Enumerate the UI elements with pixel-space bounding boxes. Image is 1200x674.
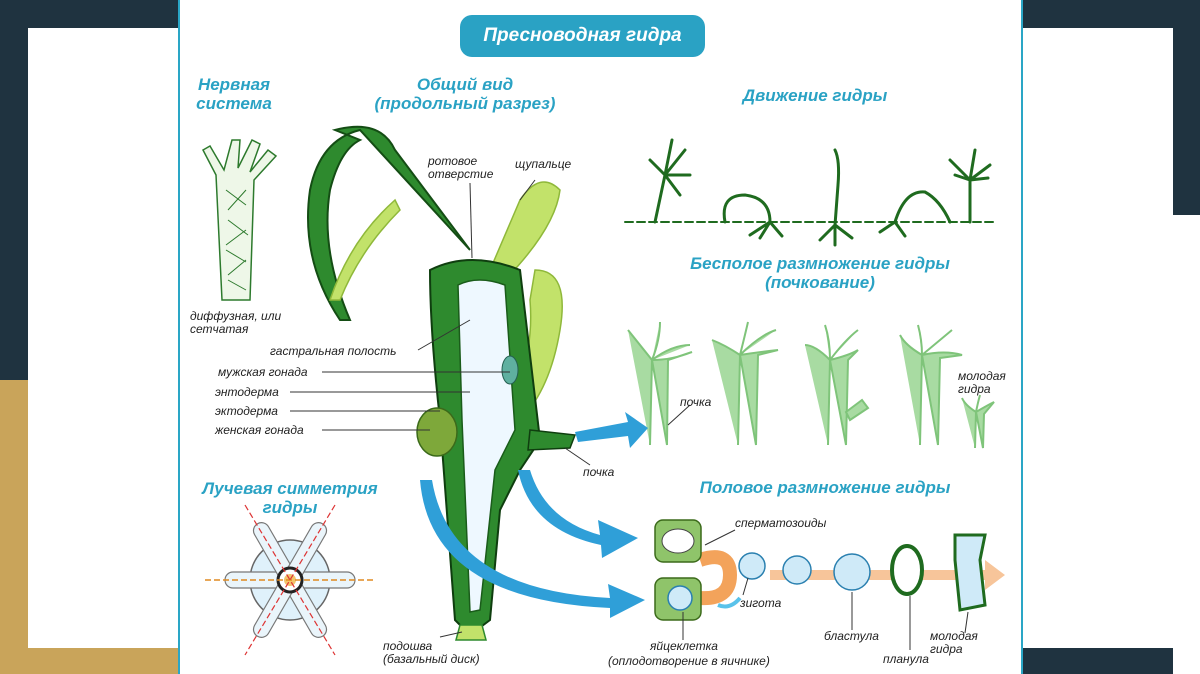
- label-young-hydra-line2: гидра: [958, 382, 991, 396]
- label-diffuse-line2: сетчатая: [190, 322, 249, 336]
- heading-general-view: Общий вид (продольный разрез): [360, 75, 570, 113]
- label-mouth-line1: ротовое: [428, 154, 478, 168]
- label-egg: яйцеклетка: [650, 639, 718, 653]
- section-leader-lines: [290, 179, 591, 638]
- label-bud-small: почка: [680, 395, 712, 409]
- heading-asexual-line2: (почкование): [765, 273, 875, 292]
- label-sole-line2: (базальный диск): [383, 652, 480, 666]
- flow-arrows: [420, 412, 648, 618]
- label-zygote: зигота: [740, 596, 782, 610]
- label-tentacle: щупальце: [515, 157, 572, 171]
- longitudinal-section-figure: [307, 125, 577, 641]
- label-sole-line1: подошва: [383, 639, 433, 653]
- label-mouth: ротовое отверстие: [428, 155, 493, 181]
- heading-movement: Движение гидры: [742, 86, 888, 105]
- radial-symmetry-figure: [205, 504, 375, 656]
- heading-radial-line1: Лучевая симметрия: [202, 479, 378, 498]
- heading-nervous-line1: Нервная: [197, 75, 271, 94]
- label-young-hydra-bud: молодая гидра: [958, 370, 1006, 396]
- heading-nervous-line2: система: [196, 94, 272, 113]
- nervous-system-figure: [202, 138, 278, 301]
- label-diffuse-line1: диффузная, или: [190, 309, 282, 323]
- label-mouth-line2: отверстие: [428, 167, 494, 181]
- label-male-gonad: мужская гонада: [218, 365, 308, 379]
- decor-white-right: [1173, 215, 1200, 674]
- diagram-title: Пресноводная гидра: [460, 15, 705, 57]
- decor-gold-left: [0, 380, 28, 674]
- label-sole: подошва (базальный диск): [383, 640, 480, 666]
- label-female-gonad: женская гонада: [215, 423, 304, 437]
- label-young2-line2: гидра: [930, 642, 963, 656]
- label-young-hydra-sexual: молодая гидра: [930, 630, 978, 656]
- heading-general-line2: (продольный разрез): [374, 94, 556, 113]
- budding-leader-lines: [667, 404, 691, 426]
- label-planula: планула: [883, 652, 929, 666]
- label-blastula: бластула: [824, 629, 879, 643]
- label-bud-main: почка: [583, 465, 615, 479]
- label-ectoderm: эктодерма: [215, 404, 278, 418]
- heading-nervous-system: Нервная система: [184, 75, 284, 113]
- heading-radial-symmetry: Лучевая симметрия гидры: [195, 479, 385, 517]
- label-endoderm: энтодерма: [215, 385, 279, 399]
- heading-asexual-line1: Бесполое размножение гидры: [690, 254, 950, 273]
- movement-figure: [624, 138, 996, 247]
- label-young2-line1: молодая: [930, 629, 978, 643]
- heading-asexual: Бесполое размножение гидры (почкование): [670, 254, 970, 292]
- label-gastral-cavity: гастральная полость: [270, 344, 397, 358]
- label-sperm: сперматозоиды: [735, 516, 827, 530]
- sexual-leader-lines: [682, 529, 969, 650]
- label-young-hydra-line1: молодая: [958, 369, 1006, 383]
- budding-figure: [627, 321, 995, 449]
- heading-sexual: Половое размножение гидры: [699, 478, 951, 497]
- heading-radial-line2: гидры: [262, 498, 318, 517]
- label-diffuse: диффузная, или сетчатая: [190, 310, 281, 336]
- heading-general-line1: Общий вид: [416, 75, 514, 94]
- sexual-reproduction-figure: [654, 519, 1005, 621]
- label-fertilization: (оплодотворение в яичнике): [608, 654, 770, 668]
- decor-gold-bottom: [0, 648, 180, 674]
